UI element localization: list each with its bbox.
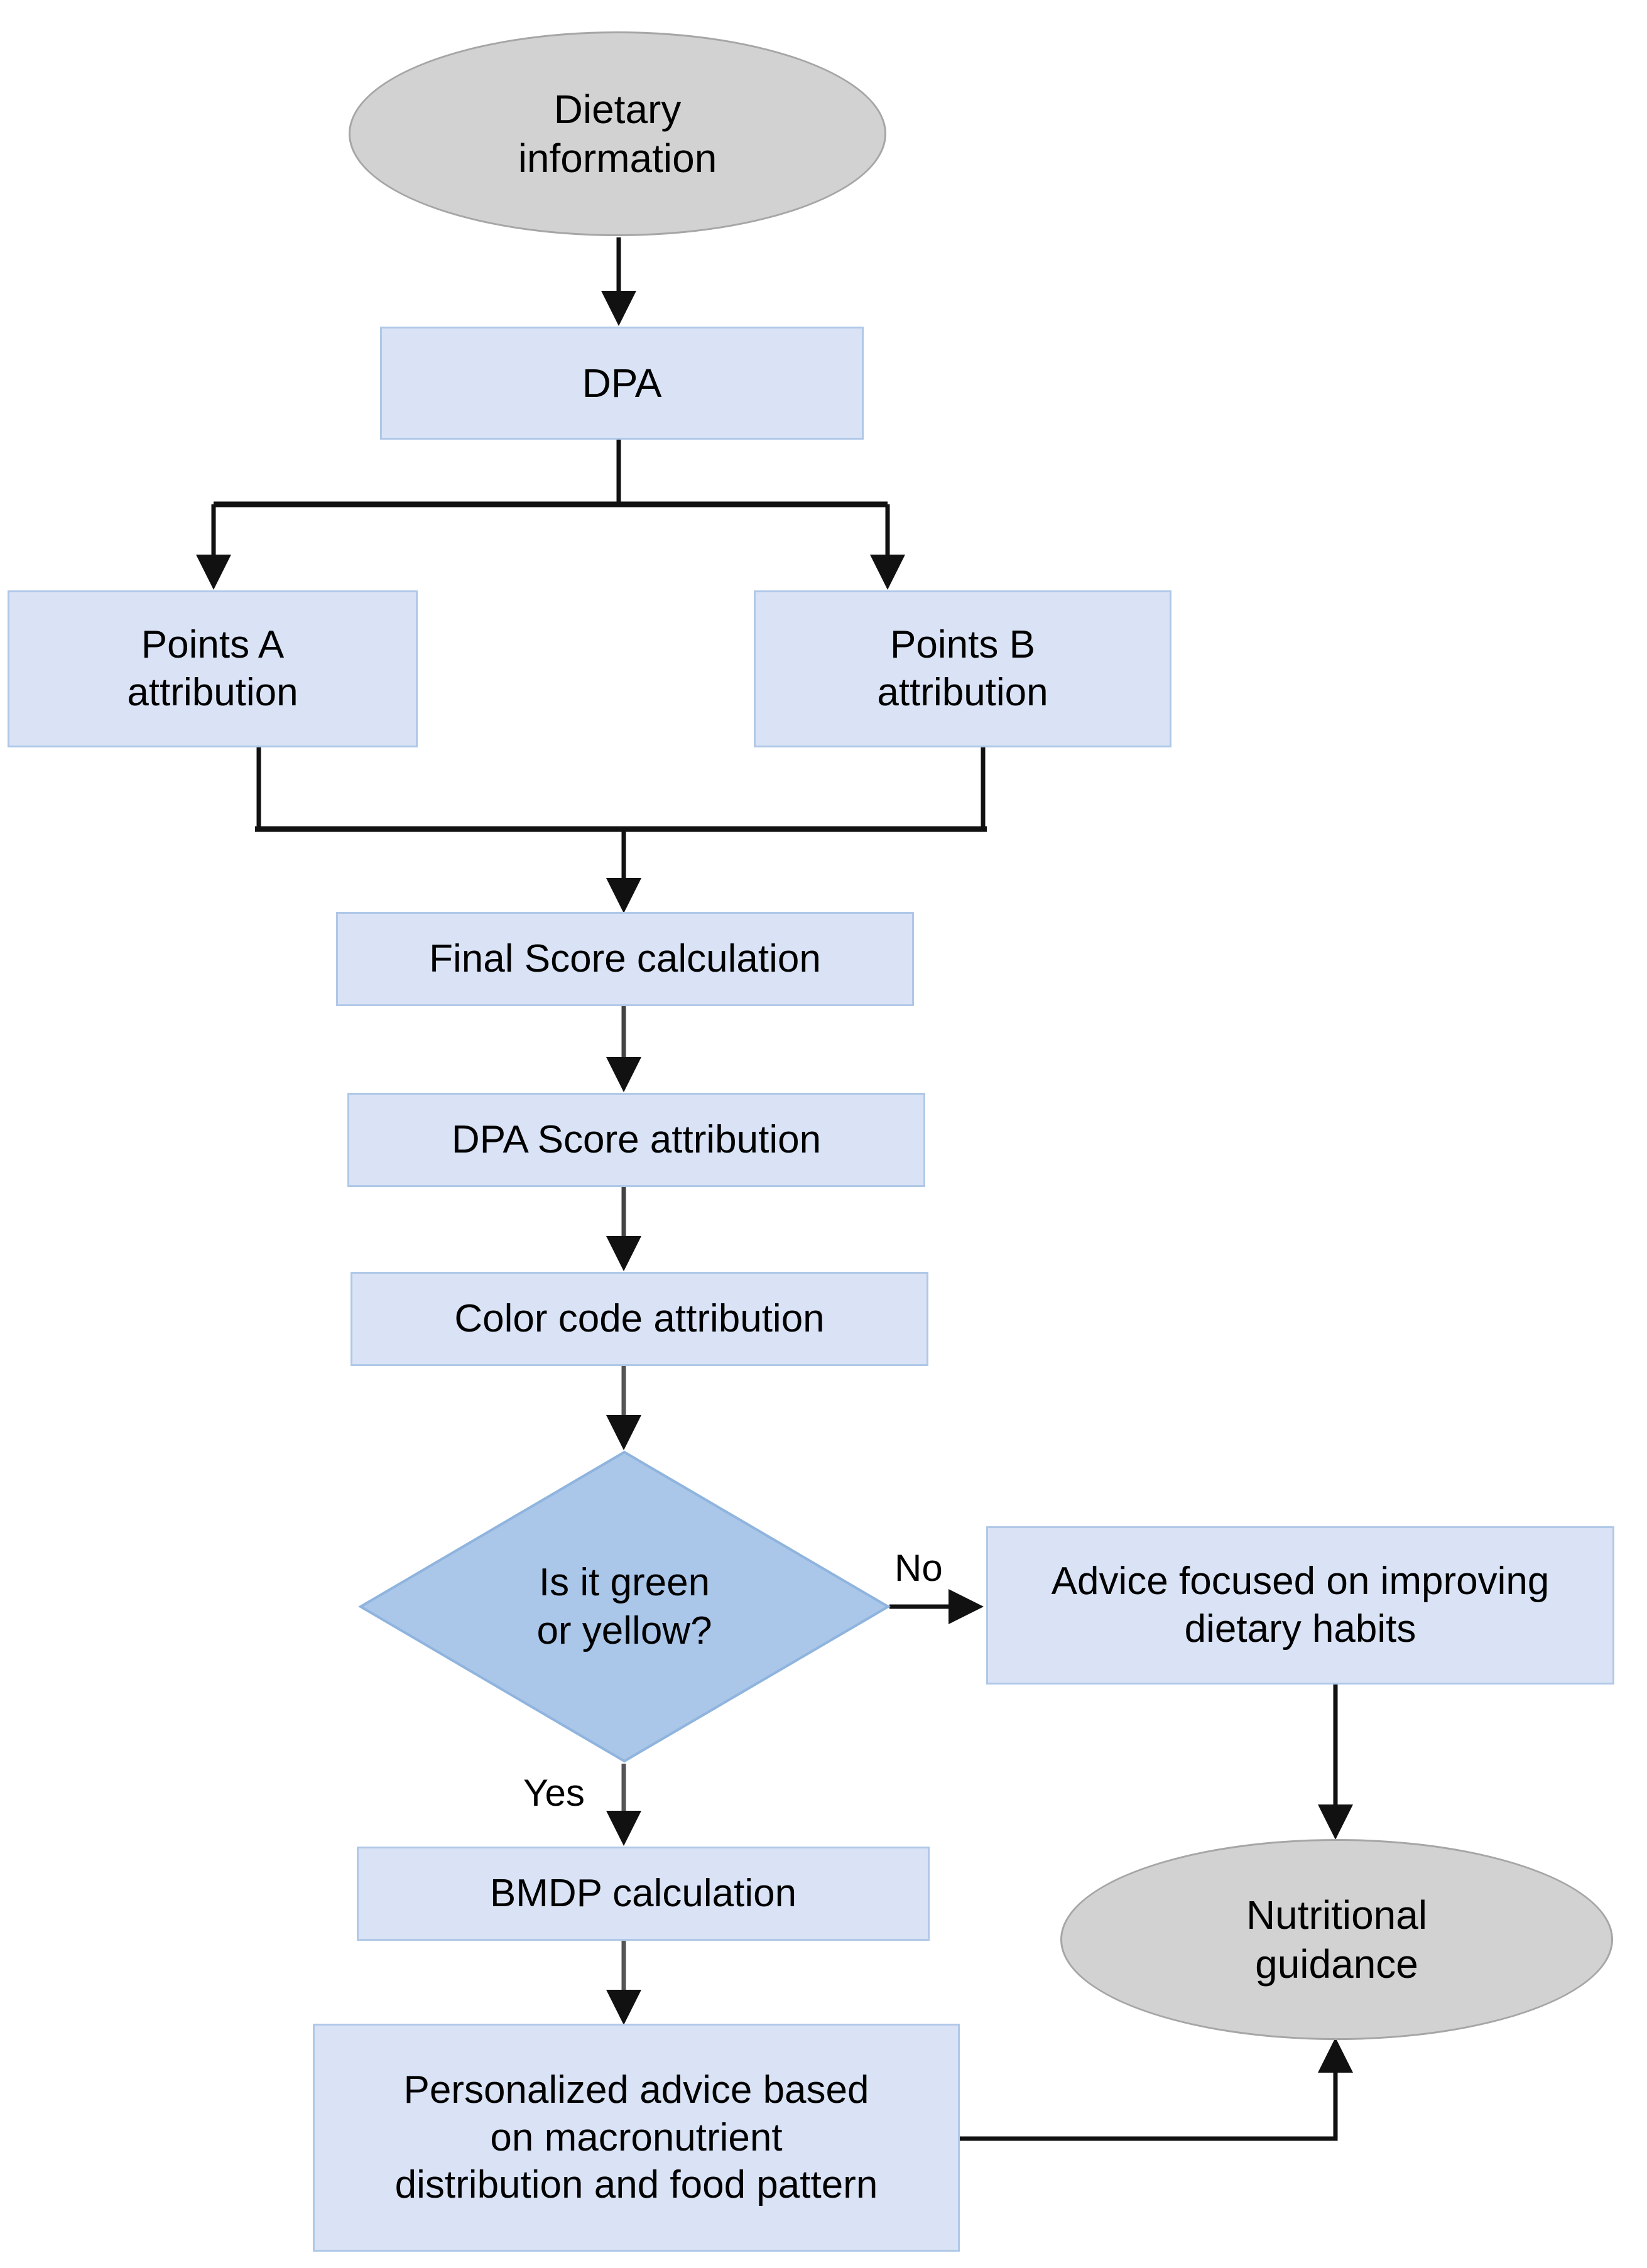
node-personalized-advice[interactable]: Personalized advice based on macronutrie…: [313, 2024, 960, 2252]
node-points-a-label: Points A attribution: [127, 621, 298, 716]
node-decision-line1: Is it green: [538, 1560, 710, 1604]
node-personalized-line3: distribution and food pattern: [394, 2163, 878, 2207]
edge-personalized-to-guidance: [960, 2037, 1353, 2141]
node-dietary-information-line1: Dietary: [553, 86, 682, 132]
node-advice-focused-improving[interactable]: Advice focused on improving dietary habi…: [986, 1526, 1614, 1685]
node-color-code-attribution[interactable]: Color code attribution: [351, 1272, 928, 1366]
node-points-b-attribution[interactable]: Points B attribution: [754, 590, 1171, 747]
node-points-b-label: Points B attribution: [877, 621, 1048, 716]
node-advice-label: Advice focused on improving dietary habi…: [1052, 1558, 1550, 1652]
node-dietary-information-line2: information: [518, 136, 717, 181]
node-points-a-line2: attribution: [127, 671, 298, 714]
node-personalized-label: Personalized advice based on macronutrie…: [395, 2066, 878, 2209]
node-advice-line1: Advice focused on improving: [1051, 1560, 1550, 1603]
node-dpa-score-label: DPA Score attribution: [451, 1118, 822, 1162]
node-color-code-label: Color code attribution: [454, 1297, 825, 1341]
node-nutritional-guidance-label: Nutritional guidance: [1246, 1891, 1427, 1989]
decision-diamond-shape: [358, 1450, 891, 1763]
node-dpa-label: DPA: [582, 360, 662, 406]
node-dietary-information[interactable]: Dietary information: [349, 31, 886, 236]
node-nutritional-guidance[interactable]: Nutritional guidance: [1060, 1839, 1613, 2040]
node-advice-line2: dietary habits: [1184, 1607, 1416, 1651]
node-personalized-line1: Personalized advice based: [403, 2068, 869, 2112]
node-points-b-line1: Points B: [890, 623, 1035, 667]
node-nutritional-guidance-line2: guidance: [1255, 1941, 1418, 1987]
node-points-b-line2: attribution: [877, 671, 1048, 714]
node-decision-line2: or yellow?: [536, 1609, 712, 1652]
node-final-score-label: Final Score calculation: [429, 937, 821, 981]
node-points-a-attribution[interactable]: Points A attribution: [8, 590, 418, 747]
node-dpa[interactable]: DPA: [380, 327, 864, 440]
node-decision-label: Is it green or yellow?: [536, 1558, 712, 1656]
edge-label-no: No: [894, 1547, 943, 1589]
node-personalized-line2: on macronutrient: [490, 2115, 783, 2159]
node-dietary-information-label: Dietary information: [518, 85, 717, 183]
node-bmdp-label: BMDP calculation: [489, 1872, 797, 1916]
node-final-score-calculation[interactable]: Final Score calculation: [336, 912, 914, 1006]
node-dpa-score-attribution[interactable]: DPA Score attribution: [347, 1093, 925, 1187]
node-bmdp-calculation[interactable]: BMDP calculation: [357, 1847, 930, 1941]
node-points-a-line1: Points A: [141, 623, 285, 667]
node-is-green-or-yellow[interactable]: Is it green or yellow?: [358, 1450, 891, 1764]
edge-label-yes: Yes: [523, 1772, 585, 1814]
node-nutritional-guidance-line1: Nutritional: [1246, 1892, 1428, 1938]
